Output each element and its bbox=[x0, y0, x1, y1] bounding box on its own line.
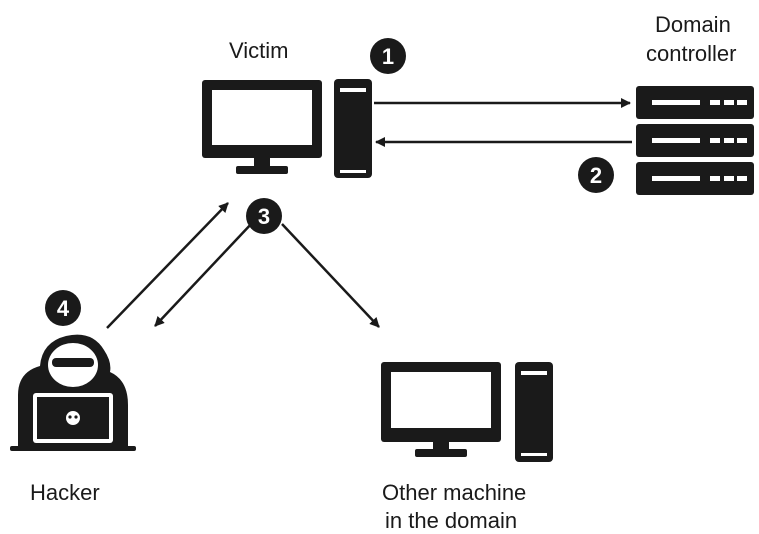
step-badge-4: 4 bbox=[45, 290, 81, 326]
domain-controller-server-icon bbox=[636, 86, 754, 195]
step-badge-3: 3 bbox=[246, 198, 282, 234]
arrow-hacker-to-victim bbox=[106, 202, 229, 329]
step-badge-1: 1 bbox=[370, 38, 406, 74]
step-badge-3-number: 3 bbox=[258, 204, 270, 229]
other-machine-label-line1: Other machine bbox=[382, 480, 526, 505]
domain-controller-label-line2: controller bbox=[646, 41, 736, 66]
arrow-victim-to-other-machine bbox=[281, 223, 380, 328]
domain-controller-label-line1: Domain bbox=[655, 12, 731, 37]
hacker-label: Hacker bbox=[30, 480, 100, 505]
arrow-victim-to-hacker bbox=[154, 221, 254, 327]
step-badge-1-number: 1 bbox=[382, 44, 394, 69]
other-machine-label-line2: in the domain bbox=[385, 508, 517, 533]
victim-computer-icon bbox=[202, 79, 372, 178]
hooded-hacker-icon bbox=[10, 334, 136, 451]
step-badge-4-number: 4 bbox=[57, 296, 70, 321]
step-badge-2-number: 2 bbox=[590, 163, 602, 188]
step-badge-2: 2 bbox=[578, 157, 614, 193]
victim-label: Victim bbox=[229, 38, 289, 63]
other-machine-computer-icon bbox=[381, 362, 553, 462]
